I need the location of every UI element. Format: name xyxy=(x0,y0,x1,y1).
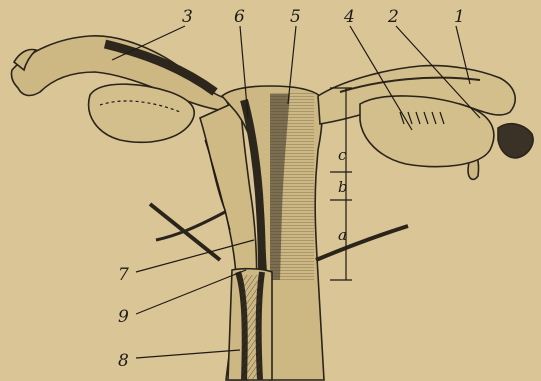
label-4: 4 xyxy=(343,7,355,27)
label-5: 5 xyxy=(290,7,301,27)
dimension-a-label: a xyxy=(338,226,347,244)
cervix-region xyxy=(228,269,272,380)
label-3: 3 xyxy=(182,7,193,27)
label-1: 1 xyxy=(454,7,465,27)
dimension-c-label: c xyxy=(338,146,347,164)
label-2: 2 xyxy=(387,7,399,27)
dimension-b-label: b xyxy=(338,178,348,196)
label-7: 7 xyxy=(118,265,129,285)
label-8: 8 xyxy=(118,351,129,371)
label-9: 9 xyxy=(118,307,129,327)
label-6: 6 xyxy=(234,7,245,27)
